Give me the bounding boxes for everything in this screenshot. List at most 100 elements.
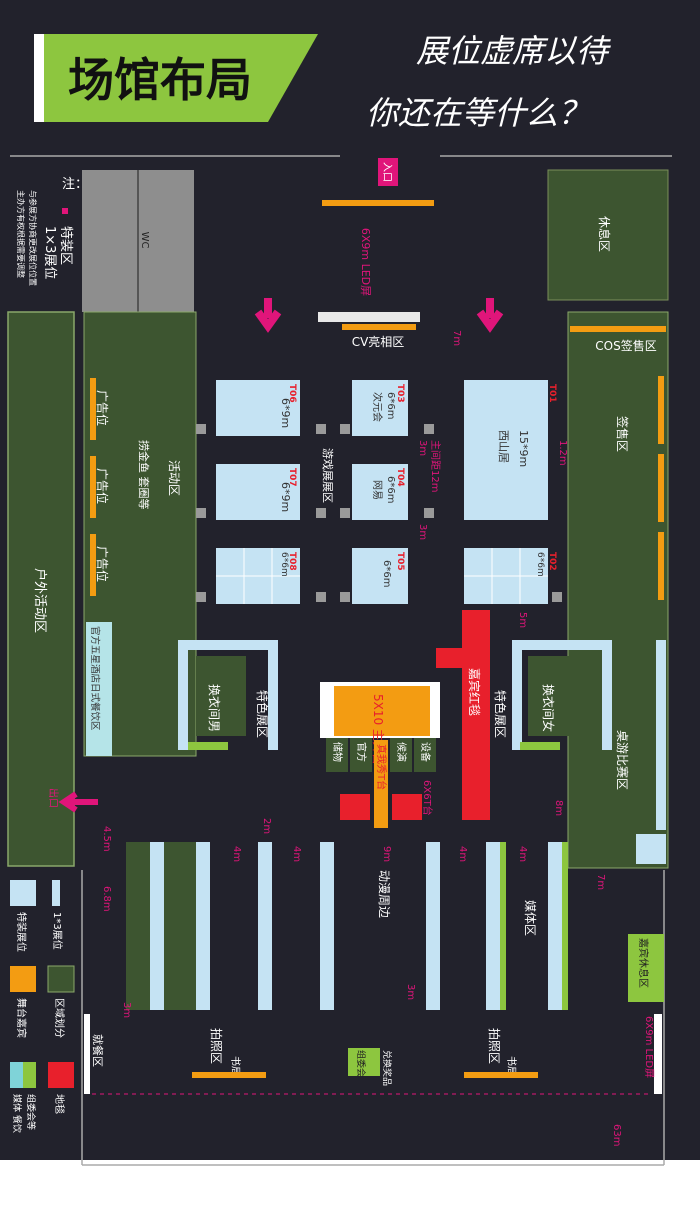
stage-storage-label: 储物 — [331, 742, 344, 762]
booth-t01-size: 15*9m — [517, 430, 530, 467]
booth-t06-code: T06 — [287, 384, 297, 403]
booth-t03-name: 次元会 — [371, 392, 384, 422]
stage-official — [350, 738, 372, 772]
ad-slot-1-label: 广告位 — [95, 390, 110, 426]
t-stage[interactable] — [374, 740, 388, 828]
note-booth-label: 1×3展位 — [42, 226, 57, 279]
media-zone-label: 媒体区 — [523, 900, 537, 936]
main-stage[interactable] — [334, 686, 430, 736]
booth-t07[interactable]: T07 6*9m — [216, 464, 300, 520]
stage-storage — [326, 738, 348, 772]
booth-posts — [196, 424, 562, 602]
right-sign-area — [567, 311, 669, 869]
down-arrow-left-icon — [254, 298, 282, 333]
booth-t05[interactable]: T05 6*6m — [352, 548, 408, 604]
booth-t08-size: 6*6m — [279, 552, 289, 577]
wc-label: WC — [139, 232, 150, 249]
legend-carpet-swatch — [48, 1062, 74, 1088]
dim-3m-d: 3m — [121, 1002, 132, 1018]
dim-1-2m: 1.2m — [557, 440, 568, 466]
dim-3m-a: 3m — [417, 440, 428, 456]
prize-label: 兑换奖品 — [381, 1050, 393, 1086]
booth-t05-size: 6*6m — [381, 560, 392, 587]
booth-t04[interactable]: T04 6*6m 网易 — [352, 464, 408, 520]
stage-official-label: 官方 — [355, 742, 368, 762]
dim-9m: 9m — [381, 846, 392, 862]
dining-bar — [84, 1014, 90, 1094]
note-special-label: 特装区 — [58, 226, 73, 265]
booth-t07-size: 6*9m — [279, 482, 292, 512]
dim-3m-c: 3m — [405, 984, 416, 1000]
table-game-booth-strip — [656, 640, 666, 830]
guest-rest-area — [628, 934, 664, 1002]
booth-t04-code: T04 — [395, 468, 405, 487]
booth-t06[interactable]: T06 6*9m — [216, 380, 300, 436]
book-right-label: 书局 — [505, 1056, 517, 1076]
slogan-line-1: 展位虚席以待 — [416, 32, 611, 70]
legend-media-swatch-a — [10, 1062, 23, 1088]
cv-bar — [342, 324, 416, 330]
booth-t08[interactable]: T08 6*6m — [216, 548, 300, 604]
anime-zone-label: 动漫周边 — [377, 870, 391, 918]
legend-special-label: 特装展位 — [15, 912, 28, 952]
stage-perform — [390, 738, 412, 772]
booth-t01-name: 西山居 — [497, 430, 510, 463]
photo-right-label: 拍照区 — [487, 1028, 502, 1064]
dim-6-8m: 6.8m — [101, 886, 112, 912]
red-carpet-label: 嘉宾红毯 — [467, 668, 482, 716]
change-room-female-label: 换衣间女 — [541, 684, 556, 732]
dim-3m-b: 3m — [417, 524, 428, 540]
stage-device — [414, 738, 436, 772]
booth-t05-code: T05 — [395, 552, 405, 571]
sign-zone-label: 签售区 — [615, 416, 630, 452]
title-banner — [34, 34, 318, 122]
exit-label: 出口 — [47, 788, 60, 808]
dim-4-5m: 4.5m — [101, 826, 112, 852]
booth-t07-code: T07 — [287, 468, 297, 487]
note-special-swatch — [62, 208, 68, 214]
change-room-female: 换衣间女 — [512, 640, 612, 750]
table-game-label: 桌游比赛区 — [615, 730, 630, 790]
stage-perform-label: 候演 — [395, 742, 408, 762]
change-room-male: 换衣间男 — [178, 640, 278, 750]
committee-box — [348, 1048, 380, 1076]
activity-sub-label: 捞金鱼 套圈等 — [137, 440, 151, 510]
led-screen-bottom — [654, 1014, 662, 1094]
rest-area — [547, 169, 669, 301]
audience-seats — [340, 794, 422, 820]
ad-slot-3-label: 广告位 — [95, 546, 110, 582]
entrance-label: 入口 — [381, 162, 392, 182]
note-prefix: 注： — [62, 177, 88, 192]
book-right-bar — [464, 1072, 538, 1078]
dim-5m: 5m — [517, 612, 528, 628]
entrance-bar — [322, 200, 434, 206]
legend-media-label: 媒体 餐饮 — [11, 1094, 23, 1133]
t-stage-label: 真我秀T台 — [375, 744, 388, 790]
legend-stage-swatch — [10, 966, 36, 992]
dim-4m-a: 4m — [231, 846, 242, 862]
dim-2m: 2m — [261, 818, 272, 834]
title-accent-bar — [34, 34, 44, 122]
legend-booth13-label: 1*3展位 — [51, 912, 64, 950]
book-left-label: 书局 — [229, 1056, 241, 1076]
legend-zone-swatch — [47, 965, 75, 993]
booth-t03[interactable]: T03 6*6m 次元会 — [352, 380, 408, 436]
booth-t03-code: T03 — [395, 384, 405, 403]
dim-7m: 7m — [451, 330, 462, 346]
note-line-1: 主办方有权根据需要调整 — [16, 190, 26, 278]
feature-right-label: 特色展区 — [493, 690, 508, 738]
entrance-marker — [378, 158, 398, 186]
hotel-dining-area — [86, 622, 112, 756]
outdoor-activity-area — [7, 311, 75, 867]
dim-8m: 8m — [553, 800, 564, 816]
booth-t03-size: 6*6m — [385, 392, 396, 419]
sign-bar-3 — [658, 532, 664, 600]
booth-t02[interactable]: T02 6*6m — [464, 548, 557, 604]
booth-t01[interactable]: T01 15*9m 西山居 — [464, 380, 557, 520]
change-room-male-label: 换衣间男 — [207, 684, 222, 732]
sign-bar-1 — [658, 376, 664, 444]
led-screen-top — [318, 312, 420, 322]
cos-bar — [570, 326, 666, 332]
